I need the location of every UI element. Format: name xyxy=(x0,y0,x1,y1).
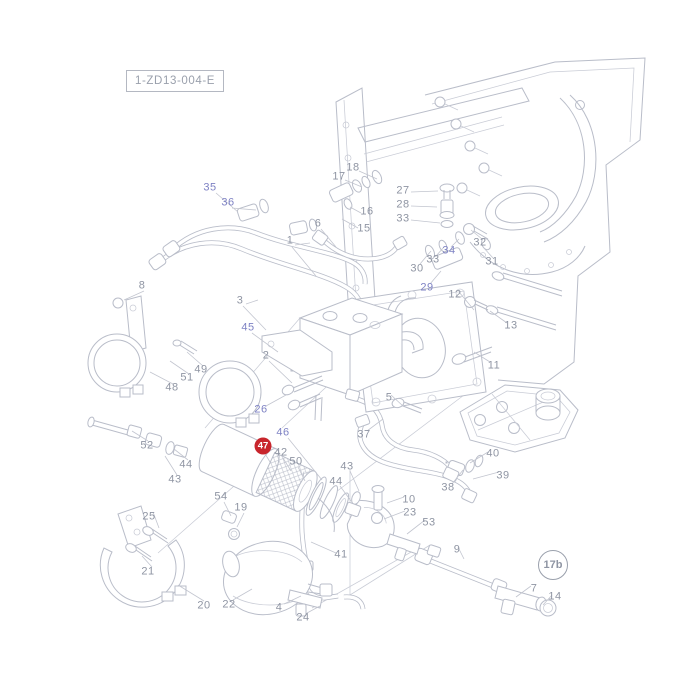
part-callout-43-44[interactable]: 43 xyxy=(340,460,354,473)
part-callout-40-40[interactable]: 40 xyxy=(486,447,500,460)
part-callout-46-48[interactable]: 46 xyxy=(276,426,290,439)
part-callout-13-12[interactable]: 13 xyxy=(504,319,518,332)
part-callout-39-39[interactable]: 39 xyxy=(496,469,510,482)
long-bolts xyxy=(485,270,562,330)
part-callout-52-54[interactable]: 52 xyxy=(140,439,154,452)
part-callout-14-13[interactable]: 14 xyxy=(548,590,562,603)
part-callout-6-5[interactable]: 6 xyxy=(314,217,322,230)
fasteners xyxy=(87,169,492,561)
part-callout-30-29[interactable]: 30 xyxy=(410,262,424,275)
section-badge-label: 17b xyxy=(543,559,563,571)
part-callout-22-21[interactable]: 22 xyxy=(222,598,236,611)
part-callout-9-8[interactable]: 9 xyxy=(453,543,461,556)
clamp-upper-left xyxy=(88,296,197,397)
part-callout-11-10[interactable]: 11 xyxy=(487,359,501,372)
part-callout-2-1[interactable]: 2 xyxy=(262,349,270,362)
part-callout-33-32[interactable]: 33 xyxy=(396,212,410,225)
part-callout-31-30[interactable]: 31 xyxy=(485,255,499,268)
pipe-38 xyxy=(360,424,470,495)
part-callout-51-53[interactable]: 51 xyxy=(180,371,194,384)
cover-plate xyxy=(460,385,578,452)
clamp-mid xyxy=(199,361,261,427)
part-callout-15-14[interactable]: 15 xyxy=(357,222,371,235)
part-callout-49-51[interactable]: 49 xyxy=(194,363,208,376)
part-callout-34-34[interactable]: 34 xyxy=(442,244,456,257)
part-callout-38-38[interactable]: 38 xyxy=(441,481,455,494)
part-callout-25-24[interactable]: 25 xyxy=(142,510,156,523)
part-callout-10-9[interactable]: 10 xyxy=(402,493,416,506)
part-callout-8-7[interactable]: 8 xyxy=(138,279,146,292)
clamp-20 xyxy=(100,506,186,607)
part-callout-4-3[interactable]: 4 xyxy=(275,601,283,614)
part-callout-23-22[interactable]: 23 xyxy=(403,506,417,519)
part-callout-43-43[interactable]: 43 xyxy=(168,473,182,486)
part-callout-42-42[interactable]: 42 xyxy=(274,446,288,459)
part-callout-47-49[interactable]: 47 xyxy=(254,437,272,455)
part-callout-44-45[interactable]: 44 xyxy=(179,458,193,471)
part-callout-48-50[interactable]: 48 xyxy=(165,381,179,394)
part-callout-26-25[interactable]: 26 xyxy=(254,403,268,416)
part-callout-17-16[interactable]: 17 xyxy=(332,170,346,183)
part-callout-20-19[interactable]: 20 xyxy=(197,599,211,612)
part-callout-50-52[interactable]: 50 xyxy=(289,455,303,468)
part-callout-29-28[interactable]: 29 xyxy=(420,281,434,294)
part-callout-36-36[interactable]: 36 xyxy=(221,196,235,209)
part-callout-28-27[interactable]: 28 xyxy=(396,198,410,211)
part-callout-35-35[interactable]: 35 xyxy=(203,181,217,194)
part-callout-54-56[interactable]: 54 xyxy=(214,490,228,503)
part-callout-24-23[interactable]: 24 xyxy=(296,611,310,624)
bowl-22 xyxy=(216,532,332,624)
part-callout-27-26[interactable]: 27 xyxy=(396,184,410,197)
drawing-code-box: 1-ZD13-004-E xyxy=(126,70,225,92)
nut-8 xyxy=(113,298,123,308)
pipe-3 xyxy=(158,243,360,311)
part-callout-7-6[interactable]: 7 xyxy=(530,582,538,595)
leader-lines xyxy=(124,171,552,613)
pipe-6 xyxy=(323,240,398,259)
drawing-code: 1-ZD13-004-E xyxy=(135,75,216,87)
part-callout-41-41[interactable]: 41 xyxy=(334,548,348,561)
part-callout-21-20[interactable]: 21 xyxy=(141,565,155,578)
part-callout-5-4[interactable]: 5 xyxy=(385,391,393,404)
part-callout-33-33[interactable]: 33 xyxy=(426,253,440,266)
part-callout-18-17[interactable]: 18 xyxy=(346,161,360,174)
section-badge[interactable]: 17b xyxy=(538,550,568,580)
part-callout-32-31[interactable]: 32 xyxy=(473,236,487,249)
part-callout-45-47[interactable]: 45 xyxy=(241,321,255,334)
filter-head-handle xyxy=(318,498,334,532)
part-callout-3-2[interactable]: 3 xyxy=(236,294,244,307)
part-callout-1-0[interactable]: 1 xyxy=(286,234,294,247)
part-callout-19-18[interactable]: 19 xyxy=(234,501,248,514)
housing-bolts xyxy=(435,97,502,196)
part-callout-37-37[interactable]: 37 xyxy=(357,428,371,441)
part-callout-44-46[interactable]: 44 xyxy=(329,475,343,488)
part-callout-12-11[interactable]: 12 xyxy=(448,288,462,301)
pipe-24-elbow xyxy=(344,597,363,609)
bracket-45 xyxy=(262,330,332,376)
part-callout-53-55[interactable]: 53 xyxy=(422,516,436,529)
part-callout-16-15[interactable]: 16 xyxy=(360,205,374,218)
pipe-1 xyxy=(172,228,365,284)
